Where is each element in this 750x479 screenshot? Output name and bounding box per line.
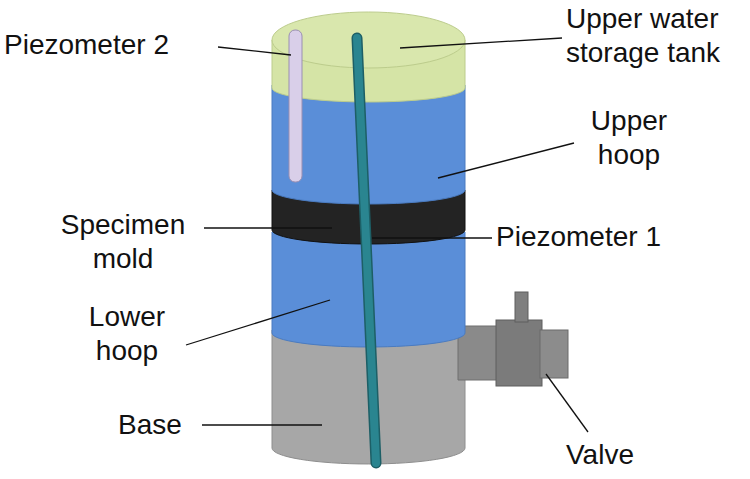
leader-line [202, 424, 322, 425]
piezometer-1-tube [357, 38, 376, 463]
leader-line [204, 227, 332, 228]
piezometer-2-tube [289, 30, 302, 182]
leader-line [400, 38, 562, 48]
part-label: Piezometer 2 [4, 28, 169, 62]
part-label: Lower hoop [72, 300, 182, 368]
valve-body [496, 320, 542, 386]
part-label: Base [118, 408, 182, 442]
part-label: Piezometer 1 [496, 220, 661, 254]
leader-line [438, 143, 574, 178]
part-label: Specimen mold [42, 208, 204, 276]
leader-line [546, 374, 588, 432]
part-label: Valve [566, 438, 634, 472]
leader-line [372, 237, 492, 238]
part-label: Upper hoop [574, 104, 684, 172]
valve-stem [515, 292, 528, 322]
piezometer-1-outline [357, 38, 376, 463]
leader-line [186, 300, 330, 345]
part-label: Upper water storage tank [566, 2, 746, 70]
leader-line [218, 47, 291, 55]
valve-cap [540, 330, 568, 378]
